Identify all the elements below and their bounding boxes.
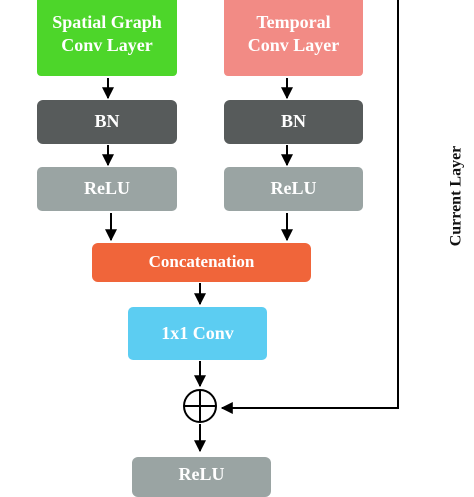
conv-1x1-block: 1x1 Conv bbox=[128, 307, 267, 360]
sum-node-icon bbox=[183, 389, 217, 423]
relu-block-left: ReLU bbox=[37, 167, 177, 211]
concatenation-block: Concatenation bbox=[92, 243, 311, 282]
connector-layer bbox=[102, 0, 399, 453]
temporal-conv-block: Temporal Conv Layer bbox=[224, 0, 363, 76]
residual-skip-connection bbox=[220, 0, 399, 414]
spatial-graph-conv-block: Spatial Graph Conv Layer bbox=[37, 0, 177, 76]
bn-block-left: BN bbox=[37, 100, 177, 144]
relu-block-right: ReLU bbox=[224, 167, 363, 211]
bn-block-right: BN bbox=[224, 100, 363, 144]
